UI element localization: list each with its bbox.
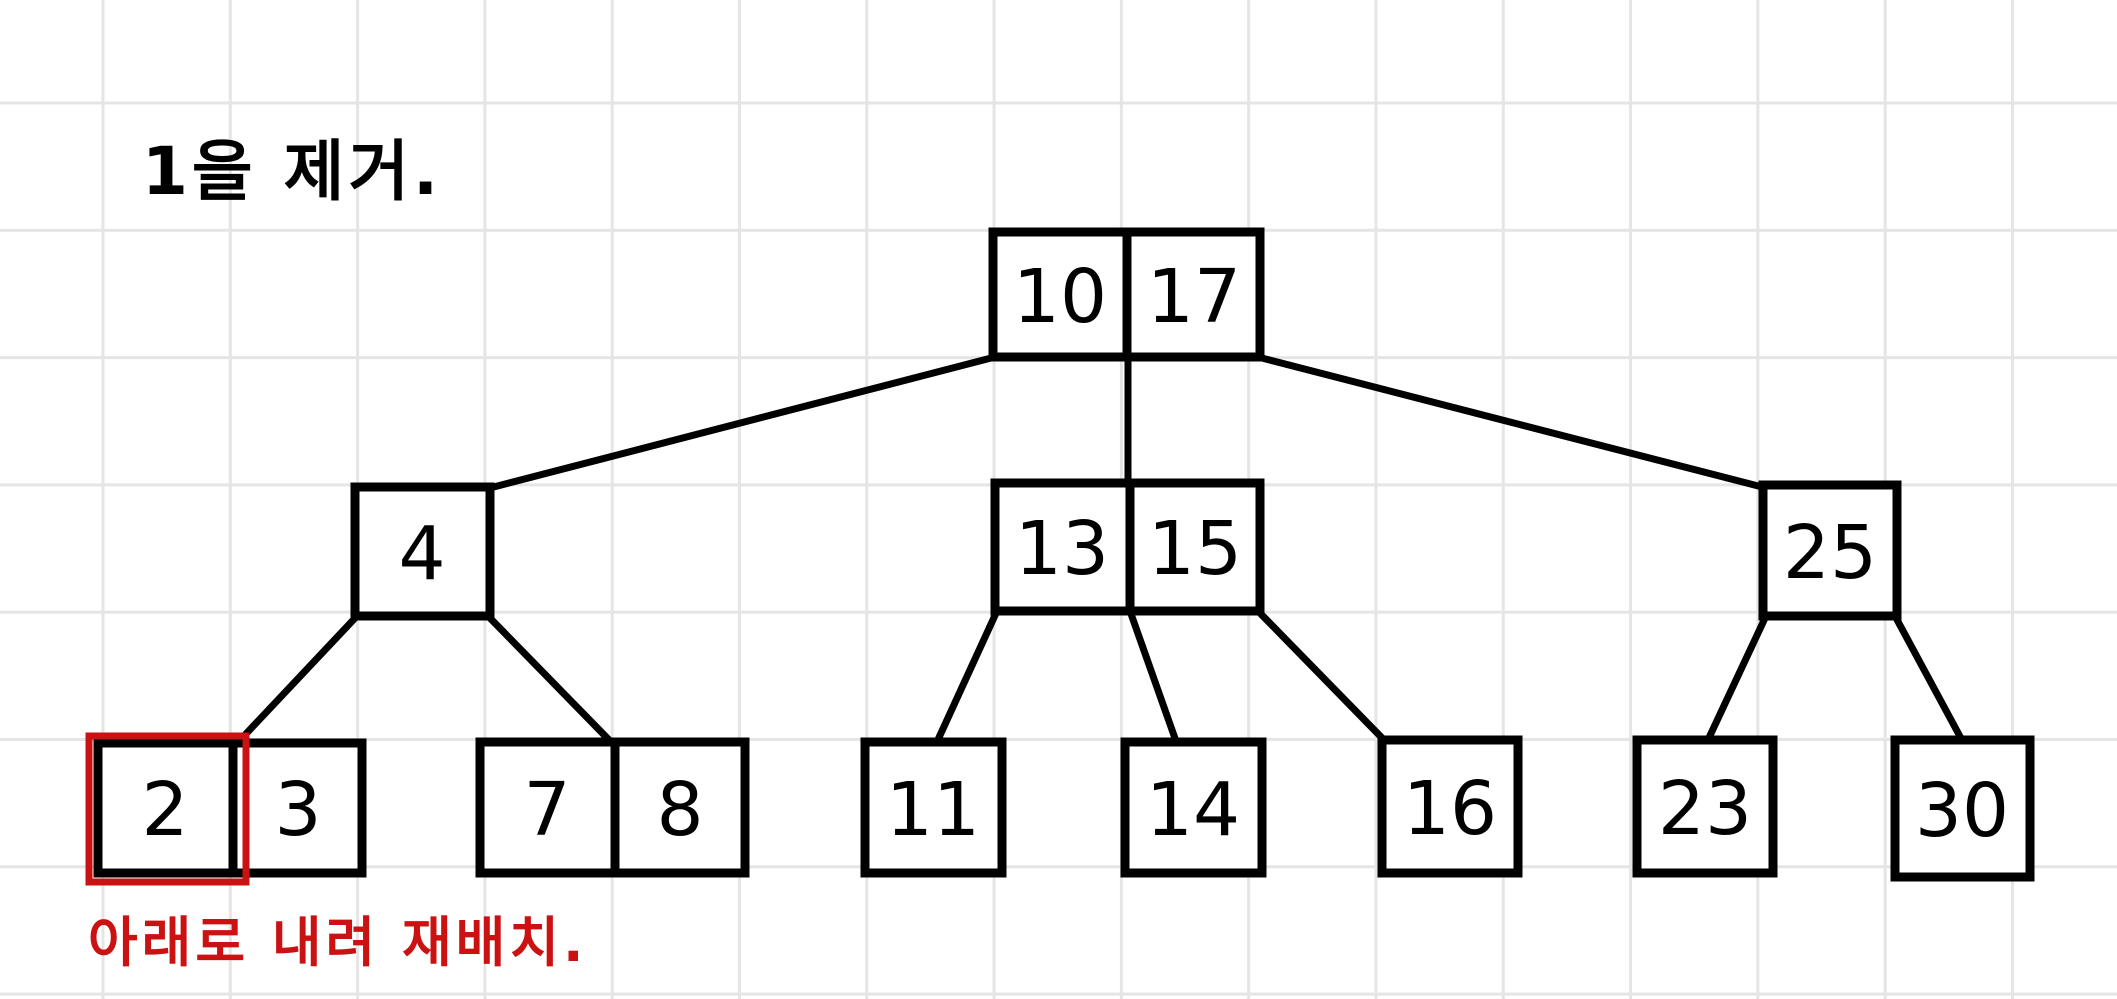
edge-center-to-leaf-14 — [1126, 607, 1181, 748]
node-left: 4 — [350, 482, 495, 621]
edge-root-to-right — [1254, 353, 1770, 492]
edge-left-to-leaf-7-8 — [484, 612, 617, 748]
node-right-box — [1758, 480, 1902, 621]
node-leaf-16-box — [1377, 735, 1523, 878]
edge-center-to-leaf-16 — [1254, 607, 1390, 746]
node-leaf-7-8-key-1: 8 — [656, 767, 703, 853]
node-center-key-1: 15 — [1148, 506, 1242, 592]
edge-center-to-leaf-11 — [932, 607, 1001, 748]
node-right: 25 — [1758, 480, 1902, 621]
edge-right-to-leaf-23 — [1703, 612, 1770, 746]
node-leaf-11: 11 — [860, 737, 1007, 878]
node-leaf-23: 23 — [1632, 735, 1778, 878]
node-root: 10 17 — [988, 227, 1265, 362]
node-leaf-14-key-0: 14 — [1146, 767, 1240, 853]
node-root-key-1: 17 — [1147, 254, 1241, 340]
node-leaf-2-3-key-1: 3 — [274, 767, 321, 853]
node-leaf-14-box — [1120, 737, 1267, 878]
node-root-key-0: 10 — [1013, 254, 1107, 340]
edge-right-to-leaf-30 — [1891, 612, 1967, 746]
node-leaf-16: 16 — [1377, 735, 1523, 878]
node-leaf-14: 14 — [1120, 737, 1267, 878]
node-leaf-30-key-0: 30 — [1915, 768, 2009, 854]
node-leaf-16-key-0: 16 — [1403, 766, 1497, 852]
edge-left-to-leaf-2-3 — [239, 612, 361, 741]
node-leaf-30-box — [1890, 735, 2035, 882]
node-right-key-0: 25 — [1783, 510, 1877, 596]
rearrange-note: 아래로 내려 재배치. — [88, 911, 588, 974]
removed-key-highlight-box — [85, 732, 250, 886]
node-leaf-23-box — [1632, 735, 1778, 878]
node-leaf-7-8: 7 8 — [475, 737, 750, 878]
node-leaf-11-box — [860, 737, 1007, 878]
node-leaf-2-3-key-0: 2 — [141, 767, 188, 853]
node-center-key-0: 13 — [1015, 506, 1109, 592]
node-leaf-23-key-0: 23 — [1658, 766, 1752, 852]
node-leaf-11-key-0: 11 — [886, 767, 980, 853]
node-leaf-30: 30 — [1890, 735, 2035, 882]
node-leaf-7-8-key-0: 7 — [523, 767, 570, 853]
node-left-box — [350, 482, 495, 621]
node-leaf-2-3: 2 3 — [93, 738, 367, 878]
edge-root-to-left — [482, 353, 999, 493]
node-center: 13 15 — [990, 478, 1265, 616]
node-left-key-0: 4 — [398, 511, 445, 597]
edge-group — [239, 353, 1967, 748]
title-note: 1을 제거. — [142, 133, 443, 210]
